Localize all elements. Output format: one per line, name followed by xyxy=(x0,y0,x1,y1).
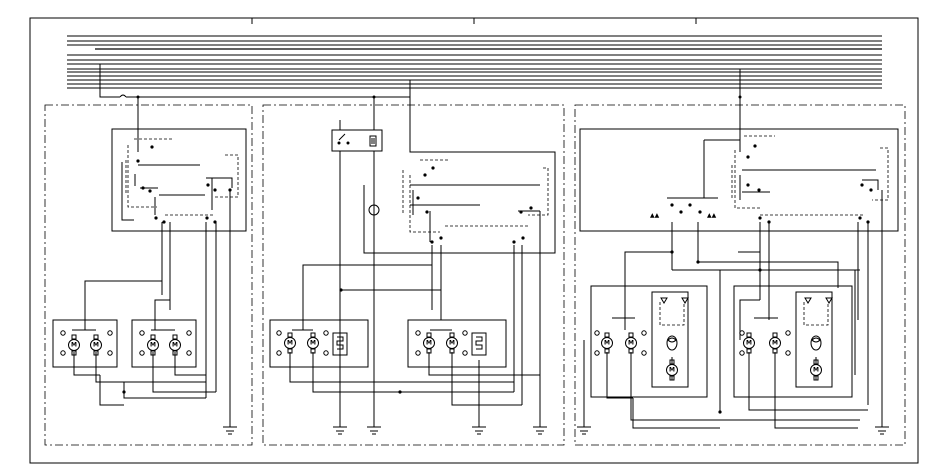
motor-label: M xyxy=(772,340,778,347)
terminal-20 xyxy=(641,350,647,356)
motor-label: M xyxy=(71,342,77,349)
terminal-8 xyxy=(186,350,192,356)
relay-box xyxy=(331,129,383,152)
left-section xyxy=(52,97,247,435)
motor-label: M xyxy=(426,340,432,347)
terminal-22 xyxy=(739,350,745,356)
outer-frame xyxy=(29,17,919,464)
motor-box-mid-b xyxy=(407,319,507,368)
motor-label: M xyxy=(628,340,634,347)
terminal-7 xyxy=(186,330,192,336)
terminal-6 xyxy=(139,350,145,356)
control-module-b xyxy=(795,291,833,388)
motor-10: M xyxy=(625,332,637,354)
motor-label: M xyxy=(172,342,178,349)
motor-label: M xyxy=(150,342,156,349)
motor-label: M xyxy=(287,340,293,347)
switch-box-right xyxy=(579,128,899,232)
motor-label: M xyxy=(813,367,819,374)
motor-12: M xyxy=(743,332,755,354)
motor-box-right-b xyxy=(733,285,853,398)
control-module-a xyxy=(651,291,689,388)
motors: M M M M M M M M M M M M M M xyxy=(68,332,822,381)
terminal-4 xyxy=(107,350,113,356)
motor-3: M xyxy=(147,334,159,356)
motor-4: M xyxy=(169,334,181,356)
terminals xyxy=(60,330,791,356)
switch-box-left xyxy=(111,128,247,232)
motor-box-mid-a xyxy=(269,319,369,368)
terminal-23 xyxy=(785,330,791,336)
terminal-3 xyxy=(107,330,113,336)
motor-label: M xyxy=(449,340,455,347)
terminal-21 xyxy=(739,330,745,336)
terminal-10 xyxy=(276,350,282,356)
terminal-17 xyxy=(594,330,600,336)
motor-13: M xyxy=(769,332,781,354)
motor-label: M xyxy=(93,342,99,349)
motor-label: M xyxy=(604,340,610,347)
motor-14: M xyxy=(810,359,822,381)
motor-2: M xyxy=(90,334,102,356)
motor-label: M xyxy=(746,340,752,347)
heater-element-a xyxy=(332,332,348,356)
terminal-13 xyxy=(415,330,421,336)
compartment-left xyxy=(44,104,253,446)
motor-11: M xyxy=(666,359,678,381)
terminal-16 xyxy=(462,350,468,356)
ground-indicator xyxy=(368,204,380,216)
relay-coil-b xyxy=(810,335,822,351)
middle-section xyxy=(269,97,556,435)
right-section: ▲▲ ▲▲ xyxy=(577,97,899,435)
motor-9: M xyxy=(601,332,613,354)
terminal-9 xyxy=(276,330,282,336)
terminal-15 xyxy=(462,330,468,336)
motor-box-right-a xyxy=(590,285,708,398)
terminal-2 xyxy=(60,350,66,356)
mark-b: ▲▲ xyxy=(707,212,717,219)
terminal-18 xyxy=(594,350,600,356)
power-bus xyxy=(67,35,882,89)
motor-label: M xyxy=(669,367,675,374)
motor-1: M xyxy=(68,334,80,356)
motor-6: M xyxy=(307,332,319,354)
motor-box-left-b xyxy=(131,319,197,368)
terminal-12 xyxy=(323,350,329,356)
motor-label: M xyxy=(310,340,316,347)
terminal-14 xyxy=(415,350,421,356)
terminal-1 xyxy=(60,330,66,336)
motor-box-left-a xyxy=(52,319,118,368)
terminal-24 xyxy=(785,350,791,356)
terminal-11 xyxy=(323,330,329,336)
motor-7: M xyxy=(423,332,435,354)
relay-coil-a xyxy=(666,335,678,351)
mark-a: ▲▲ xyxy=(650,212,660,219)
frame-ticks xyxy=(251,18,697,24)
compartment-middle xyxy=(262,104,565,446)
terminal-5 xyxy=(139,330,145,336)
motor-8: M xyxy=(446,332,458,354)
heater-element-b xyxy=(471,332,487,356)
motor-5: M xyxy=(284,332,296,354)
terminal-19 xyxy=(641,330,647,336)
